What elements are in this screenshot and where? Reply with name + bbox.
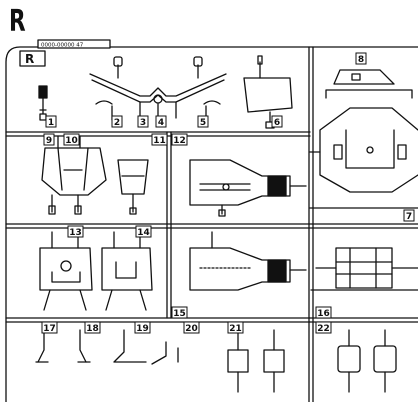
part-9-10 [41, 135, 107, 215]
part-label-16: 16 [317, 309, 330, 319]
part-label-box-3 [137, 115, 149, 128]
part-16 [315, 247, 418, 289]
part-label-19: 19 [136, 324, 149, 334]
part-label-10: 10 [65, 136, 78, 146]
part-label-box-19 [134, 321, 151, 334]
part-11-cone [117, 159, 149, 215]
part-label-5: 5 [200, 118, 206, 128]
part-label-box-5 [197, 115, 209, 128]
sprue-letter: R [9, 4, 26, 39]
part-label-box-12 [171, 133, 188, 146]
part-2-3-4-5-wings [89, 56, 227, 121]
frame-tag-box [19, 50, 46, 67]
part-label-box-10 [63, 133, 80, 146]
part-label-box-11 [151, 133, 168, 146]
runner-3 [5, 317, 311, 323]
part-label-box-13 [67, 225, 84, 238]
part-label-box-8 [355, 52, 367, 65]
part-label-1: 1 [48, 118, 54, 128]
part-label-7: 7 [406, 212, 412, 222]
part-label-6: 6 [274, 118, 280, 128]
part-label-9: 9 [46, 136, 52, 146]
part-label-20: 20 [185, 324, 198, 334]
part-21 [227, 329, 285, 393]
runner-v2 [166, 131, 172, 319]
part-label-2: 2 [114, 118, 120, 128]
runner-v1 [308, 46, 314, 402]
code-box [37, 39, 111, 49]
part-label-11: 11 [153, 136, 166, 146]
part-label-box-18 [84, 321, 101, 334]
part-label-box-20 [183, 321, 200, 334]
part-label-22: 22 [317, 324, 330, 334]
part-code: 0000-00000 47 [41, 43, 84, 49]
part-label-12: 12 [173, 136, 186, 146]
part-label-15: 15 [173, 309, 186, 319]
part-label-box-15 [171, 306, 188, 319]
part-label-box-16 [315, 306, 332, 319]
part-14 [101, 231, 153, 311]
part-label-box-14 [135, 225, 152, 238]
part-label-box-22 [315, 321, 332, 334]
part-label-box-9 [43, 133, 55, 146]
part-13 [39, 231, 93, 311]
part-label-box-1 [45, 115, 57, 128]
part-label-14: 14 [137, 228, 150, 238]
part-22 [337, 329, 397, 393]
part-15-body [189, 231, 307, 291]
part-label-21: 21 [229, 324, 242, 334]
part-6 [243, 55, 293, 129]
part-label-box-6 [271, 115, 283, 128]
part-1 [38, 85, 48, 121]
part-label-18: 18 [86, 324, 99, 334]
part-label-3: 3 [140, 118, 146, 128]
part-label-4: 4 [158, 118, 164, 128]
frame-tag-label: R [25, 52, 34, 66]
part-19-20 [113, 329, 179, 365]
part-label-8: 8 [358, 55, 364, 65]
part-7-bracket [309, 107, 418, 193]
part-label-17: 17 [43, 324, 56, 334]
part-label-box-21 [227, 321, 244, 334]
part-17-18 [35, 329, 91, 363]
part-label-box-2 [111, 115, 123, 128]
part-label-13: 13 [69, 228, 82, 238]
part-label-box-17 [41, 321, 58, 334]
part-label-box-4 [155, 115, 167, 128]
part-12-body [189, 159, 307, 217]
part-label-box-7 [403, 209, 415, 222]
part-8 [325, 69, 413, 99]
